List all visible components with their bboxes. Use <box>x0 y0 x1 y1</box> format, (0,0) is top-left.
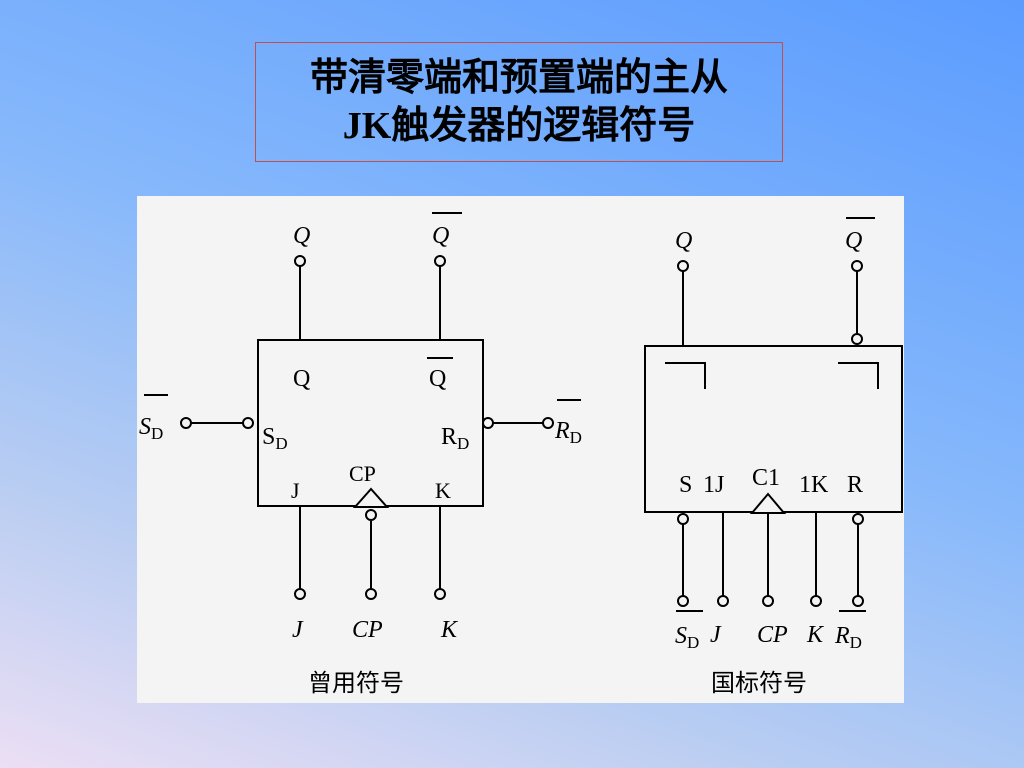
title-line-1: 带清零端和预置端的主从 <box>309 57 728 99</box>
std-output-q-label: Q <box>675 228 692 254</box>
std-rd-terminal <box>852 595 864 607</box>
std-input-rd-label: RD <box>834 623 862 652</box>
old-inside-rd-label: RD <box>441 424 469 453</box>
std-k-terminal <box>810 595 822 607</box>
std-symbol-caption: 国标符号 <box>711 670 807 697</box>
old-symbol-caption: 曾用符号 <box>308 670 404 697</box>
std-input-j-label: J <box>710 622 722 648</box>
old-rd-terminal <box>542 417 554 429</box>
old-inside-j-label: J <box>291 478 300 503</box>
std-input-k-label: K <box>806 622 825 648</box>
old-output-q-label: Q <box>293 223 310 249</box>
diagram-panel: Q Q Q Q SD RD J CP K SD RD J CP K 曾用符号 <box>137 196 904 703</box>
title-line-2: JK触发器的逻辑符号 <box>342 105 696 147</box>
old-input-k-label: K <box>440 617 459 643</box>
std-inside-1k-label: 1K <box>799 472 829 498</box>
old-input-j-label: J <box>292 617 304 643</box>
std-input-cp-label: CP <box>757 622 788 648</box>
old-inside-sd-label: SD <box>262 424 288 453</box>
old-inside-q-label: Q <box>293 366 310 392</box>
std-inside-1j-label: 1J <box>703 472 724 498</box>
old-q-bar-terminal <box>434 255 446 267</box>
old-output-q-bar-label: Q <box>432 223 449 249</box>
old-input-rd-label: RD <box>554 418 582 447</box>
std-input-sd-label: SD <box>675 623 699 652</box>
std-q-terminal <box>677 260 689 272</box>
old-input-sd-label: SD <box>139 414 163 443</box>
std-q-bar-invert-bubble <box>851 333 863 345</box>
old-input-cp-label: CP <box>352 617 383 643</box>
old-cp-terminal <box>365 588 377 600</box>
old-j-terminal <box>294 588 306 600</box>
std-s-invert-bubble <box>677 513 689 525</box>
old-q-terminal <box>294 255 306 267</box>
std-output-q-bar-label: Q <box>845 228 862 254</box>
std-j-terminal <box>717 595 729 607</box>
std-inside-r-label: R <box>847 472 863 498</box>
title-box: 带清零端和预置端的主从 JK触发器的逻辑符号 <box>255 42 783 162</box>
old-inside-q-bar-label: Q <box>429 366 446 392</box>
old-inside-k-label: K <box>435 478 451 503</box>
std-r-invert-bubble <box>852 513 864 525</box>
std-inside-s-label: S <box>679 472 692 498</box>
std-q-bar-terminal <box>851 260 863 272</box>
std-sd-terminal <box>677 595 689 607</box>
std-cp-terminal <box>762 595 774 607</box>
old-cp-invert-bubble <box>365 509 377 521</box>
std-inside-c1-label: C1 <box>752 465 780 491</box>
old-k-terminal <box>434 588 446 600</box>
old-inside-cp-label: CP <box>349 461 376 486</box>
logic-symbols-diagram: Q Q Q Q SD RD J CP K SD RD J CP K 曾用符号 <box>139 212 903 697</box>
old-sd-terminal <box>180 417 192 429</box>
old-sd-invert-bubble <box>242 417 254 429</box>
old-rd-invert-bubble <box>482 417 494 429</box>
